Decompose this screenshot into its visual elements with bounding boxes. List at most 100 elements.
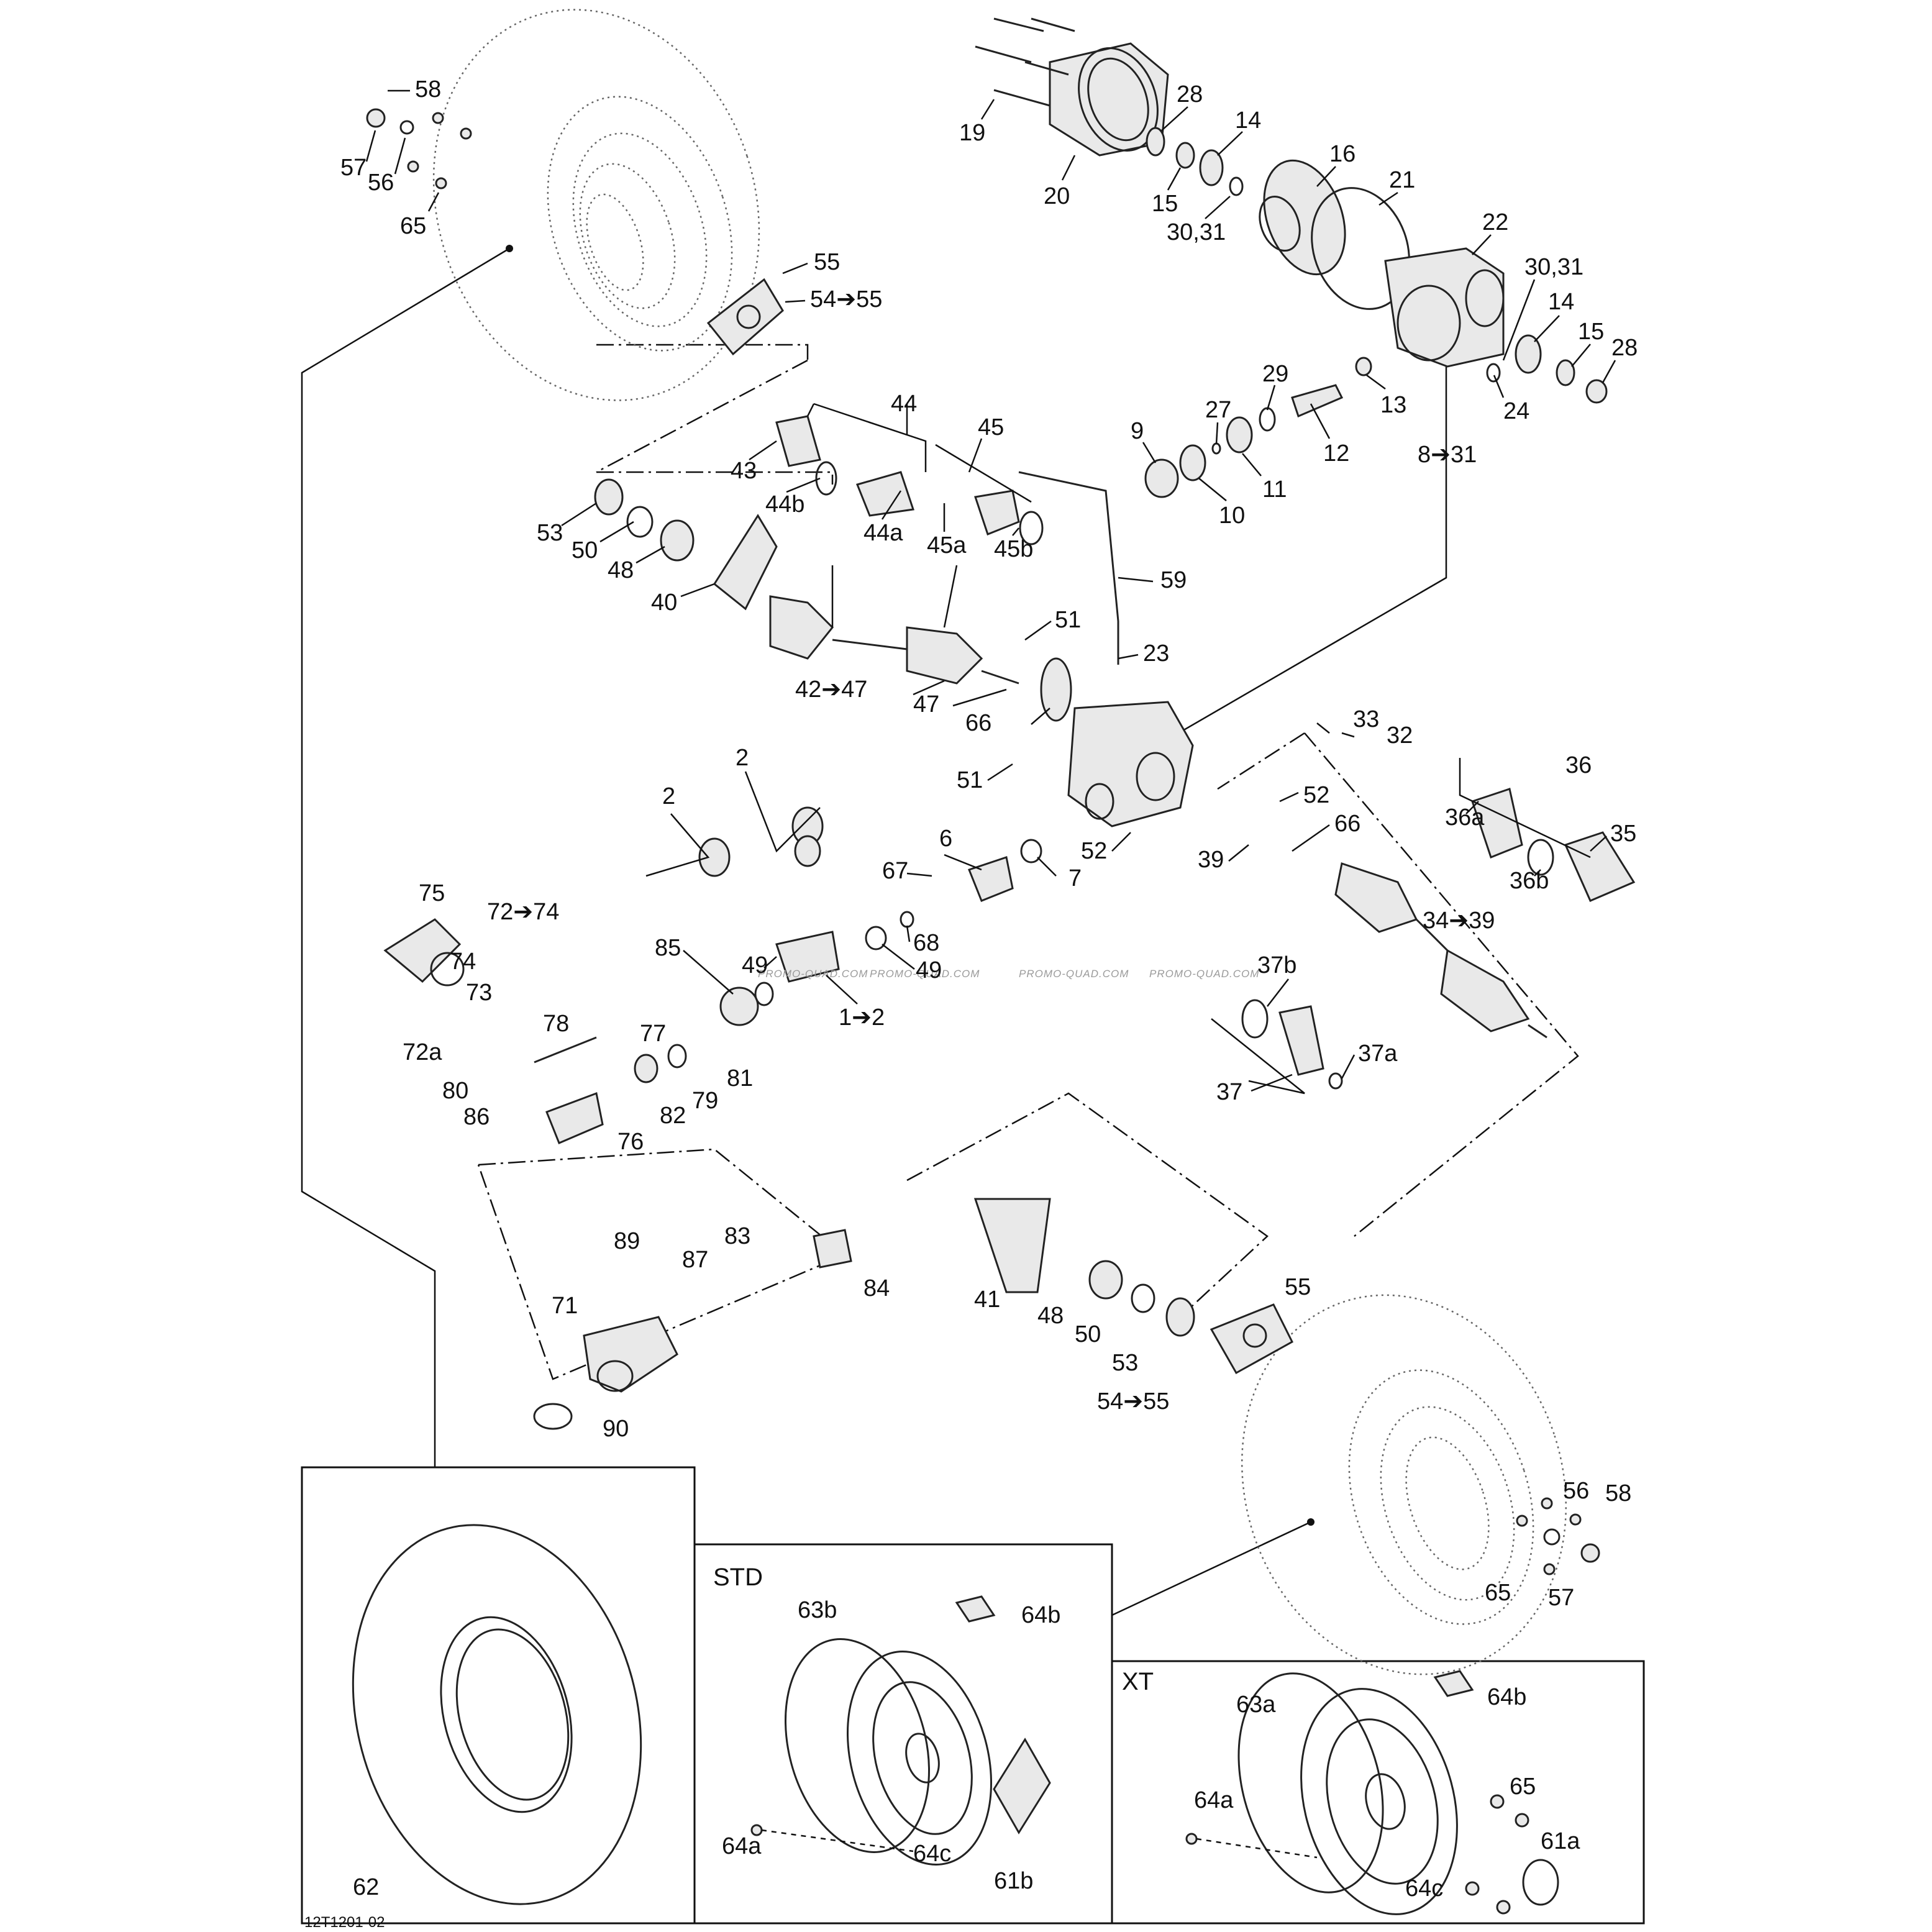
boot-kit-36	[1471, 788, 1636, 902]
std-wheel-rim	[784, 1595, 1051, 1866]
callout-39: 39	[1198, 847, 1224, 873]
callout-30-31-right: 30,31	[1524, 254, 1583, 280]
xt-wheel-rim	[1237, 1670, 1559, 1915]
callout-83: 83	[724, 1223, 750, 1249]
callout-52-bottom: 52	[1081, 838, 1107, 864]
callout-37: 37	[1216, 1079, 1242, 1105]
callout-10: 10	[1219, 503, 1245, 529]
callout-73: 73	[466, 980, 492, 1006]
callout-6: 6	[939, 826, 952, 852]
callout-labels: 58 57 56 65 55 54➔55 19 20 28 14 15 16 3…	[340, 76, 1638, 1902]
callout-56-bottom: 56	[1563, 1478, 1589, 1504]
callout-75: 75	[419, 880, 445, 906]
callout-16: 16	[1329, 141, 1356, 167]
kit-brackets	[645, 403, 1591, 1095]
xt-section-label: XT	[1122, 1668, 1154, 1695]
callout-9: 9	[1131, 418, 1144, 444]
callout-58-bottom: 58	[1605, 1480, 1631, 1506]
connector-lines	[301, 247, 1579, 1616]
diagram-reference: 12T1201-02	[304, 1914, 385, 1931]
callout-12: 12	[1323, 440, 1349, 467]
wheel-nuts-bottom	[1516, 1497, 1600, 1575]
callout-47: 47	[913, 691, 939, 718]
callout-64c-xt: 64c	[1405, 1875, 1443, 1902]
callout-71: 71	[552, 1293, 578, 1319]
callout-50-bottom: 50	[1075, 1321, 1101, 1347]
callout-36b: 36b	[1510, 868, 1549, 894]
callout-89: 89	[614, 1228, 640, 1254]
callout-2-left: 2	[662, 783, 675, 809]
callout-42-47: 42➔47	[795, 677, 867, 703]
callout-64a-xt: 64a	[1194, 1787, 1234, 1813]
bearings-and-seals-top	[1146, 127, 1608, 404]
callout-27: 27	[1205, 397, 1231, 423]
callout-43: 43	[731, 458, 757, 484]
callout-76: 76	[617, 1129, 644, 1155]
hub-bottom	[1210, 1303, 1293, 1375]
boot-kits-top	[775, 415, 1044, 545]
callout-15-right: 15	[1578, 319, 1604, 345]
differential-housing	[1384, 247, 1505, 368]
callout-79: 79	[692, 1088, 718, 1114]
callout-20: 20	[1044, 183, 1070, 209]
callout-86: 86	[463, 1104, 490, 1130]
callout-45a: 45a	[927, 532, 967, 558]
callout-55-bottom: 55	[1285, 1274, 1311, 1300]
callout-35: 35	[1610, 821, 1636, 847]
bolts-19	[975, 17, 1075, 107]
callout-49-left: 49	[742, 952, 768, 978]
hub-top	[706, 278, 784, 356]
callout-82: 82	[660, 1103, 686, 1129]
callout-24: 24	[1503, 398, 1529, 424]
callout-48-bottom: 48	[1037, 1303, 1064, 1329]
final-drive-housing	[1067, 701, 1194, 827]
callout-90: 90	[603, 1416, 629, 1442]
watermark-row: PROMO-QUAD.COM PROMO-QUAD.COM PROMO-QUAD…	[758, 968, 1259, 980]
callout-63a: 63a	[1236, 1692, 1276, 1718]
callout-57-bottom: 57	[1548, 1585, 1574, 1611]
watermark-1: PROMO-QUAD.COM	[758, 968, 868, 980]
callout-37a: 37a	[1358, 1041, 1398, 1067]
callout-29: 29	[1262, 361, 1288, 387]
callout-44a: 44a	[863, 520, 903, 546]
boot-kit-37	[1241, 999, 1343, 1090]
tire-62	[352, 1524, 642, 1905]
callout-64b-std: 64b	[1021, 1602, 1060, 1628]
callout-14-top: 14	[1235, 107, 1261, 134]
callout-59: 59	[1160, 567, 1187, 593]
callout-13: 13	[1380, 392, 1406, 418]
callout-54-55-bottom: 54➔55	[1097, 1388, 1169, 1415]
callout-36a: 36a	[1445, 804, 1485, 831]
watermark-2: PROMO-QUAD.COM	[870, 968, 980, 980]
callout-52-right: 52	[1303, 782, 1329, 808]
callout-80: 80	[442, 1078, 468, 1104]
rear-wheel-bottom	[1241, 1294, 1567, 1675]
callout-56-top: 56	[368, 170, 394, 196]
callout-49-right: 49	[916, 957, 942, 983]
callout-58-top: 58	[415, 76, 441, 103]
callout-64c-std: 64c	[913, 1841, 951, 1867]
callout-55-top: 55	[814, 249, 840, 275]
front-shaft-assembly	[698, 806, 1042, 1026]
breather-tube	[1018, 471, 1119, 665]
o-ring-21	[1311, 187, 1410, 310]
callout-77: 77	[640, 1021, 666, 1047]
callout-61b: 61b	[994, 1868, 1033, 1894]
callout-11: 11	[1262, 476, 1287, 503]
callout-44: 44	[891, 391, 917, 417]
callout-74: 74	[450, 949, 476, 975]
drive-shaft-left	[769, 595, 1072, 722]
callout-81: 81	[727, 1065, 753, 1091]
callout-53-top: 53	[537, 520, 563, 546]
callout-37b: 37b	[1257, 952, 1296, 978]
callout-50-top: 50	[572, 537, 598, 563]
callout-34-39: 34➔39	[1423, 908, 1495, 934]
callout-67: 67	[882, 858, 908, 884]
callout-65-top: 65	[400, 213, 426, 239]
callout-62: 62	[353, 1874, 379, 1900]
xt-frame: XT	[1111, 1660, 1645, 1925]
ring-gear	[1259, 159, 1346, 276]
knuckle-top	[594, 478, 778, 611]
callout-61a: 61a	[1541, 1828, 1580, 1854]
pinion-assembly	[1144, 357, 1372, 498]
